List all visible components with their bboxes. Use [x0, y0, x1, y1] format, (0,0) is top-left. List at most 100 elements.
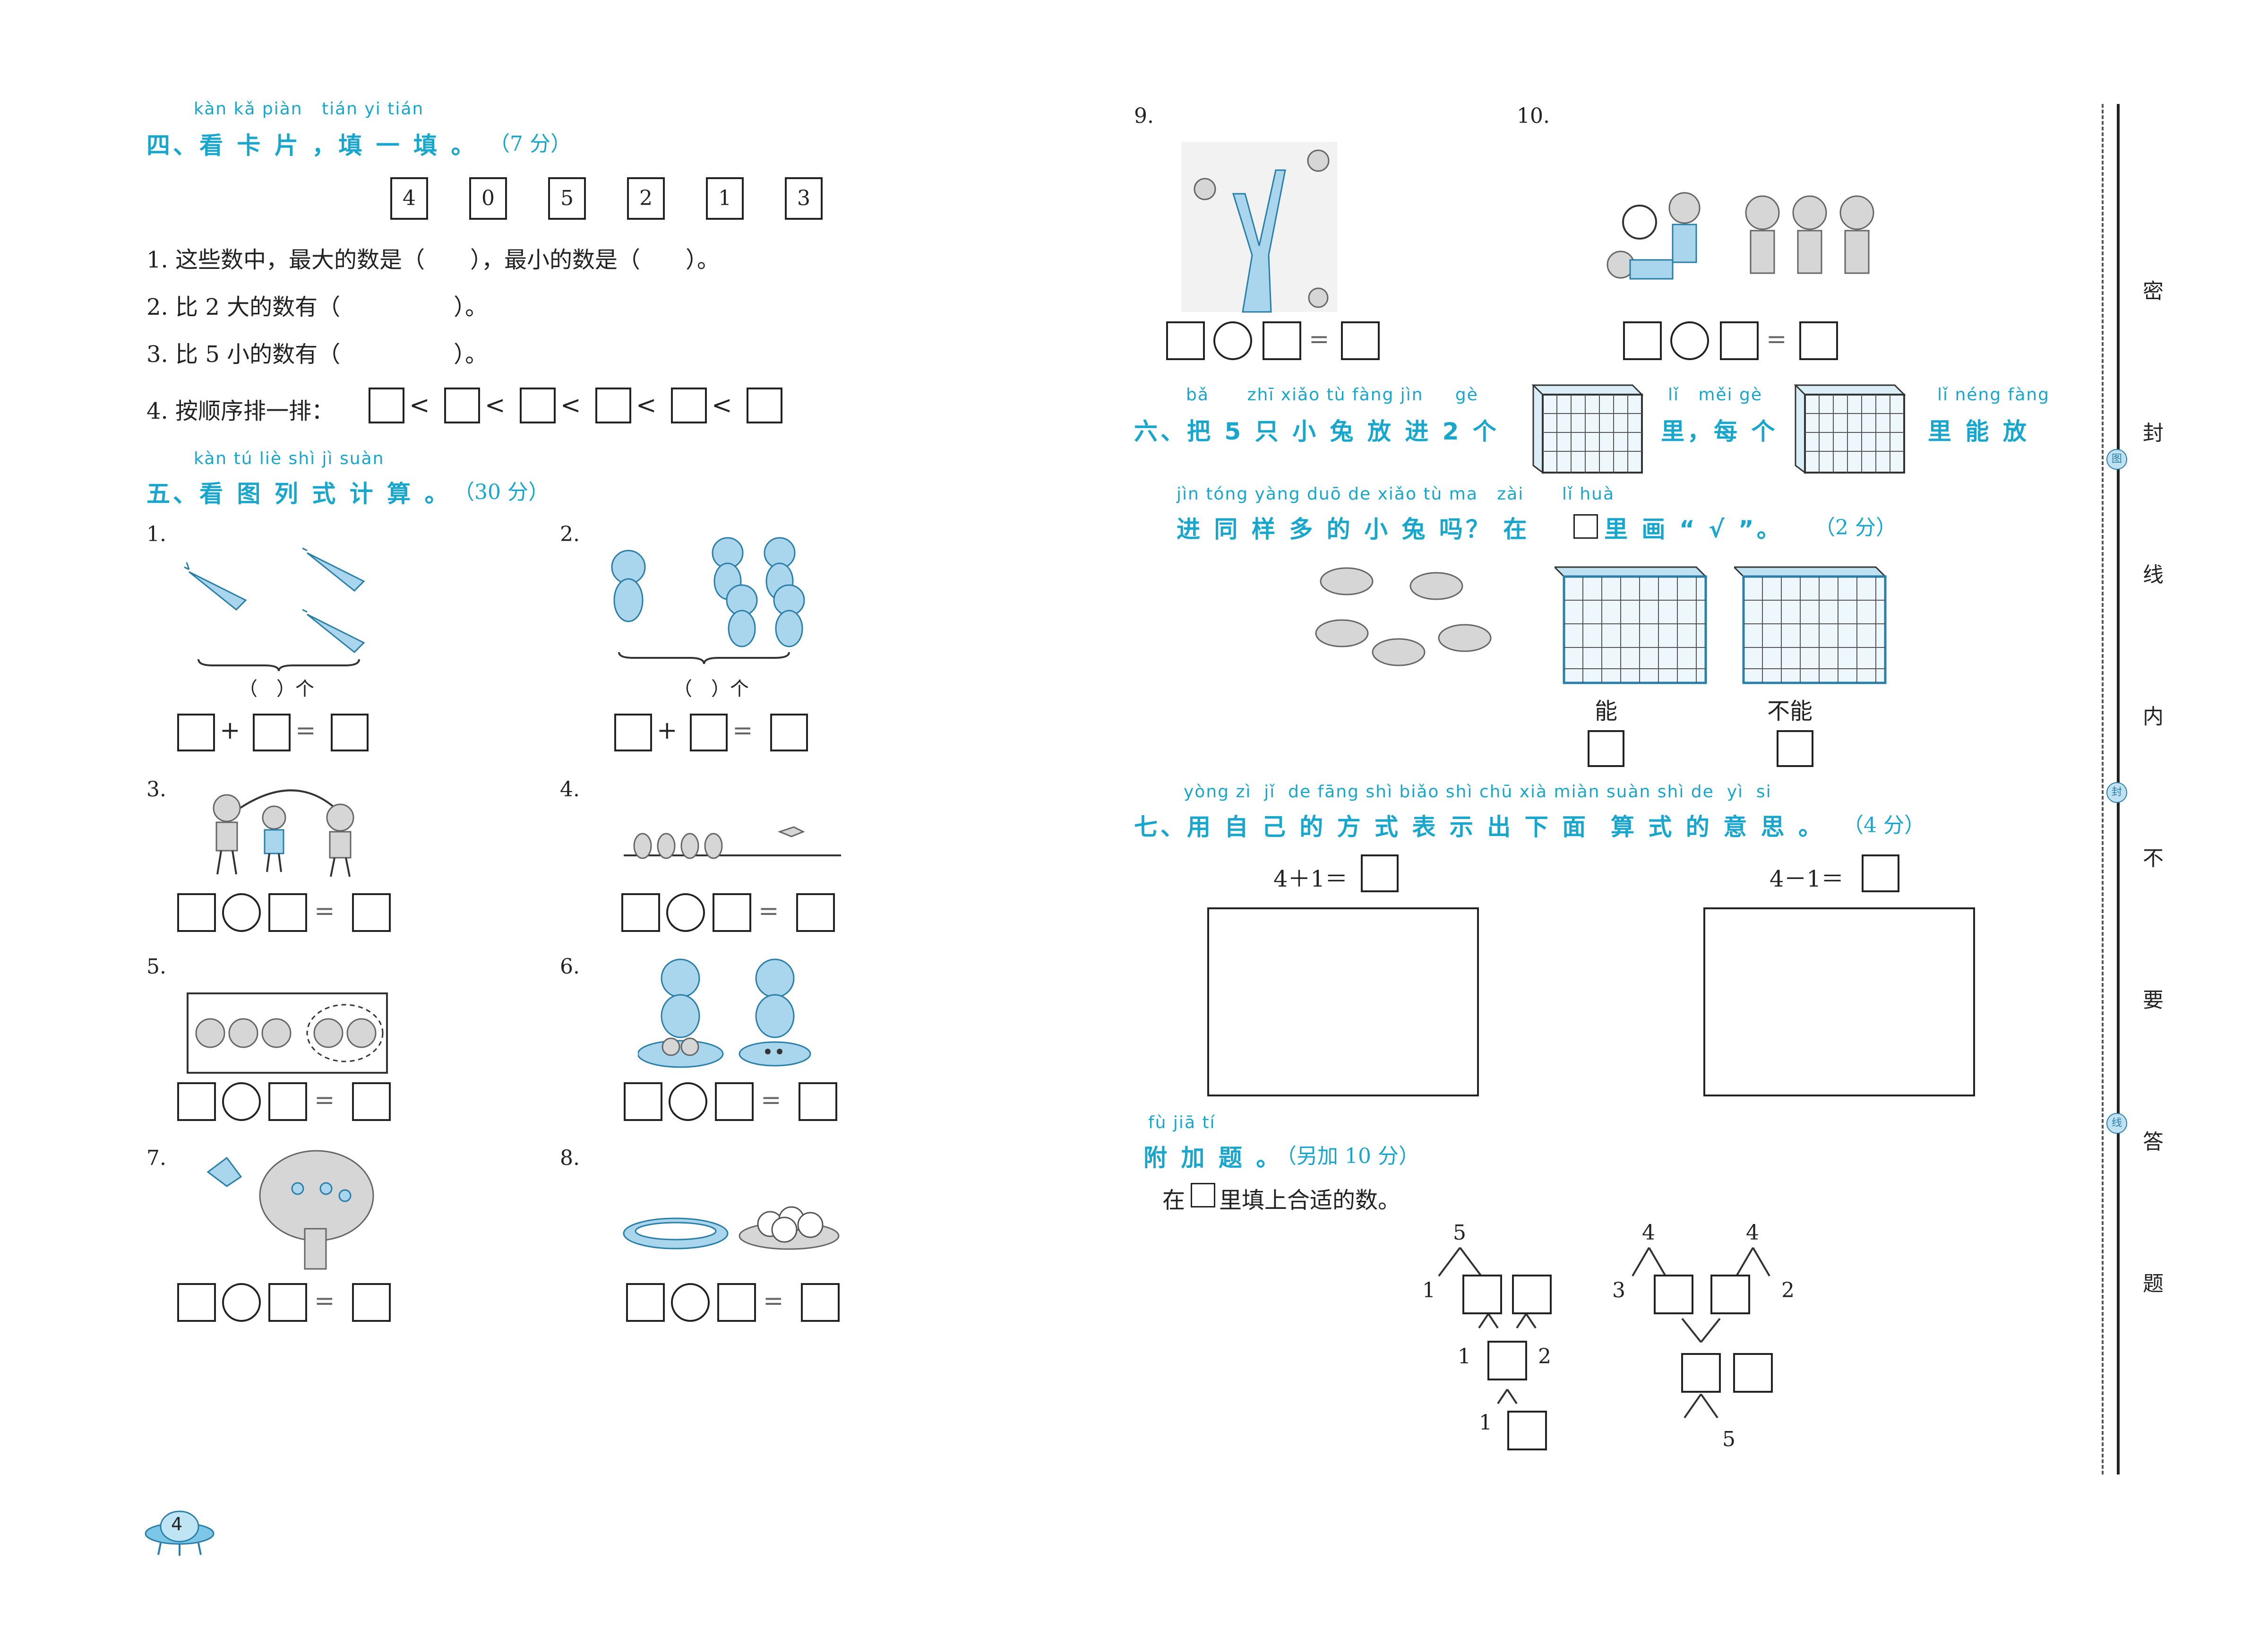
- less-sign: <: [409, 391, 430, 420]
- number-tree-1: [1438, 1247, 1537, 1405]
- answer-box[interactable]: [1720, 321, 1759, 360]
- answer-box[interactable]: [1462, 1275, 1502, 1314]
- sec7-score: （4 分）: [1843, 813, 1925, 837]
- answer-box[interactable]: [369, 388, 404, 423]
- answer-box[interactable]: [1623, 321, 1662, 360]
- answer-box[interactable]: [177, 893, 216, 932]
- plate-icon: [623, 1217, 729, 1250]
- answer-box[interactable]: [1733, 1353, 1773, 1393]
- item-number: 5.: [146, 955, 166, 979]
- answer-box[interactable]: [799, 1082, 837, 1121]
- answer-box[interactable]: [1507, 1411, 1547, 1450]
- tree2-top-right: 4: [1746, 1221, 1759, 1245]
- can-checkbox[interactable]: [1588, 730, 1624, 767]
- peach-icon: [1308, 287, 1329, 308]
- answer-box[interactable]: [624, 1082, 662, 1121]
- answer-box[interactable]: [331, 714, 369, 751]
- card: 5: [548, 177, 586, 220]
- less-sign: <: [560, 391, 581, 420]
- less-sign: <: [712, 391, 732, 420]
- answer-box[interactable]: [1654, 1275, 1693, 1314]
- answer-box[interactable]: [1361, 854, 1399, 892]
- page-number: 4: [171, 1514, 183, 1535]
- checkbox-icon: [1573, 514, 1598, 539]
- answer-box[interactable]: [444, 388, 480, 423]
- item-number: 7.: [146, 1146, 166, 1170]
- drawing-area[interactable]: [1703, 907, 1975, 1096]
- cage-icon: [1794, 384, 1906, 474]
- answer-box[interactable]: [713, 893, 751, 932]
- answer-box[interactable]: [1166, 321, 1205, 360]
- answer-box[interactable]: [717, 1283, 756, 1322]
- answer-box[interactable]: [1263, 321, 1301, 360]
- sec7-eq1: 4＋1＝: [1273, 866, 1348, 892]
- sec7-pinyin: yòng zì jǐ de fāng shì biǎo shì chū xià …: [1184, 782, 1772, 802]
- answer-box[interactable]: [352, 1082, 391, 1121]
- answer-box[interactable]: [177, 1283, 216, 1322]
- answer-box[interactable]: [747, 388, 782, 423]
- equals-sign: =: [732, 716, 753, 745]
- pandas-illustration: [187, 992, 388, 1074]
- rabbit-icon: [1320, 567, 1374, 595]
- answer-box[interactable]: [253, 714, 291, 751]
- operator-circle[interactable]: [666, 893, 705, 932]
- bird-icon: [680, 833, 699, 859]
- answer-box[interactable]: [626, 1283, 665, 1322]
- answer-box[interactable]: [1512, 1275, 1552, 1314]
- bird-icon: [206, 1156, 242, 1187]
- answer-box[interactable]: [595, 388, 631, 423]
- answer-box[interactable]: [1710, 1275, 1750, 1314]
- cage-icon: [1531, 384, 1644, 474]
- answer-box[interactable]: [671, 388, 707, 423]
- answer-box[interactable]: [352, 1283, 391, 1322]
- answer-box[interactable]: [1862, 854, 1899, 892]
- answer-box[interactable]: [268, 893, 307, 932]
- operator-circle[interactable]: [222, 893, 261, 932]
- cannot-checkbox[interactable]: [1777, 730, 1813, 767]
- equals-sign: =: [314, 1086, 335, 1114]
- less-sign: <: [485, 391, 506, 420]
- tree1-left: 1: [1422, 1278, 1435, 1302]
- answer-box[interactable]: [1799, 321, 1838, 360]
- answer-box[interactable]: [352, 893, 391, 932]
- operator-circle[interactable]: [1213, 321, 1252, 360]
- operator-circle[interactable]: [669, 1082, 707, 1121]
- operator-circle[interactable]: [671, 1283, 710, 1322]
- answer-box[interactable]: [614, 714, 652, 751]
- equals-sign: =: [295, 716, 316, 745]
- panda-icon: [195, 1018, 225, 1048]
- margin-char: 要: [2143, 988, 2164, 1012]
- answer-box[interactable]: [796, 893, 835, 932]
- answer-box[interactable]: [1487, 1341, 1527, 1380]
- operator-circle[interactable]: [222, 1082, 261, 1121]
- plus-sign: +: [220, 716, 241, 745]
- margin-char: 不: [2143, 846, 2164, 871]
- answer-box[interactable]: [268, 1283, 307, 1322]
- card: 2: [627, 177, 665, 220]
- answer-box[interactable]: [268, 1082, 307, 1121]
- answer-box[interactable]: [1681, 1353, 1721, 1393]
- answer-box[interactable]: [621, 893, 660, 932]
- operator-circle[interactable]: [222, 1283, 261, 1322]
- drawing-area[interactable]: [1207, 907, 1479, 1096]
- answer-box[interactable]: [715, 1082, 754, 1121]
- answer-box[interactable]: [177, 714, 215, 751]
- item-number: 1.: [146, 522, 166, 546]
- rabbit-icon: [1372, 638, 1426, 666]
- tree2-bottom: 5: [1722, 1427, 1735, 1451]
- child-icon: [262, 805, 286, 872]
- sec6-pinyin-2: jìn tóng yàng duō de xiǎo tù ma zài lǐ h…: [1177, 484, 1615, 504]
- panda-icon: [313, 1018, 344, 1048]
- answer-box[interactable]: [690, 714, 728, 751]
- child-icon: [1792, 195, 1827, 274]
- card: 0: [469, 177, 507, 220]
- extra-instruction-b: 里填上合适的数。: [1219, 1187, 1401, 1214]
- answer-box[interactable]: [177, 1082, 216, 1121]
- ball-icon: [1622, 205, 1657, 240]
- brace-label: （ ）个: [239, 678, 314, 700]
- answer-box[interactable]: [770, 714, 808, 751]
- answer-box[interactable]: [520, 388, 556, 423]
- answer-box[interactable]: [1341, 321, 1380, 360]
- operator-circle[interactable]: [1670, 321, 1709, 360]
- answer-box[interactable]: [801, 1283, 840, 1322]
